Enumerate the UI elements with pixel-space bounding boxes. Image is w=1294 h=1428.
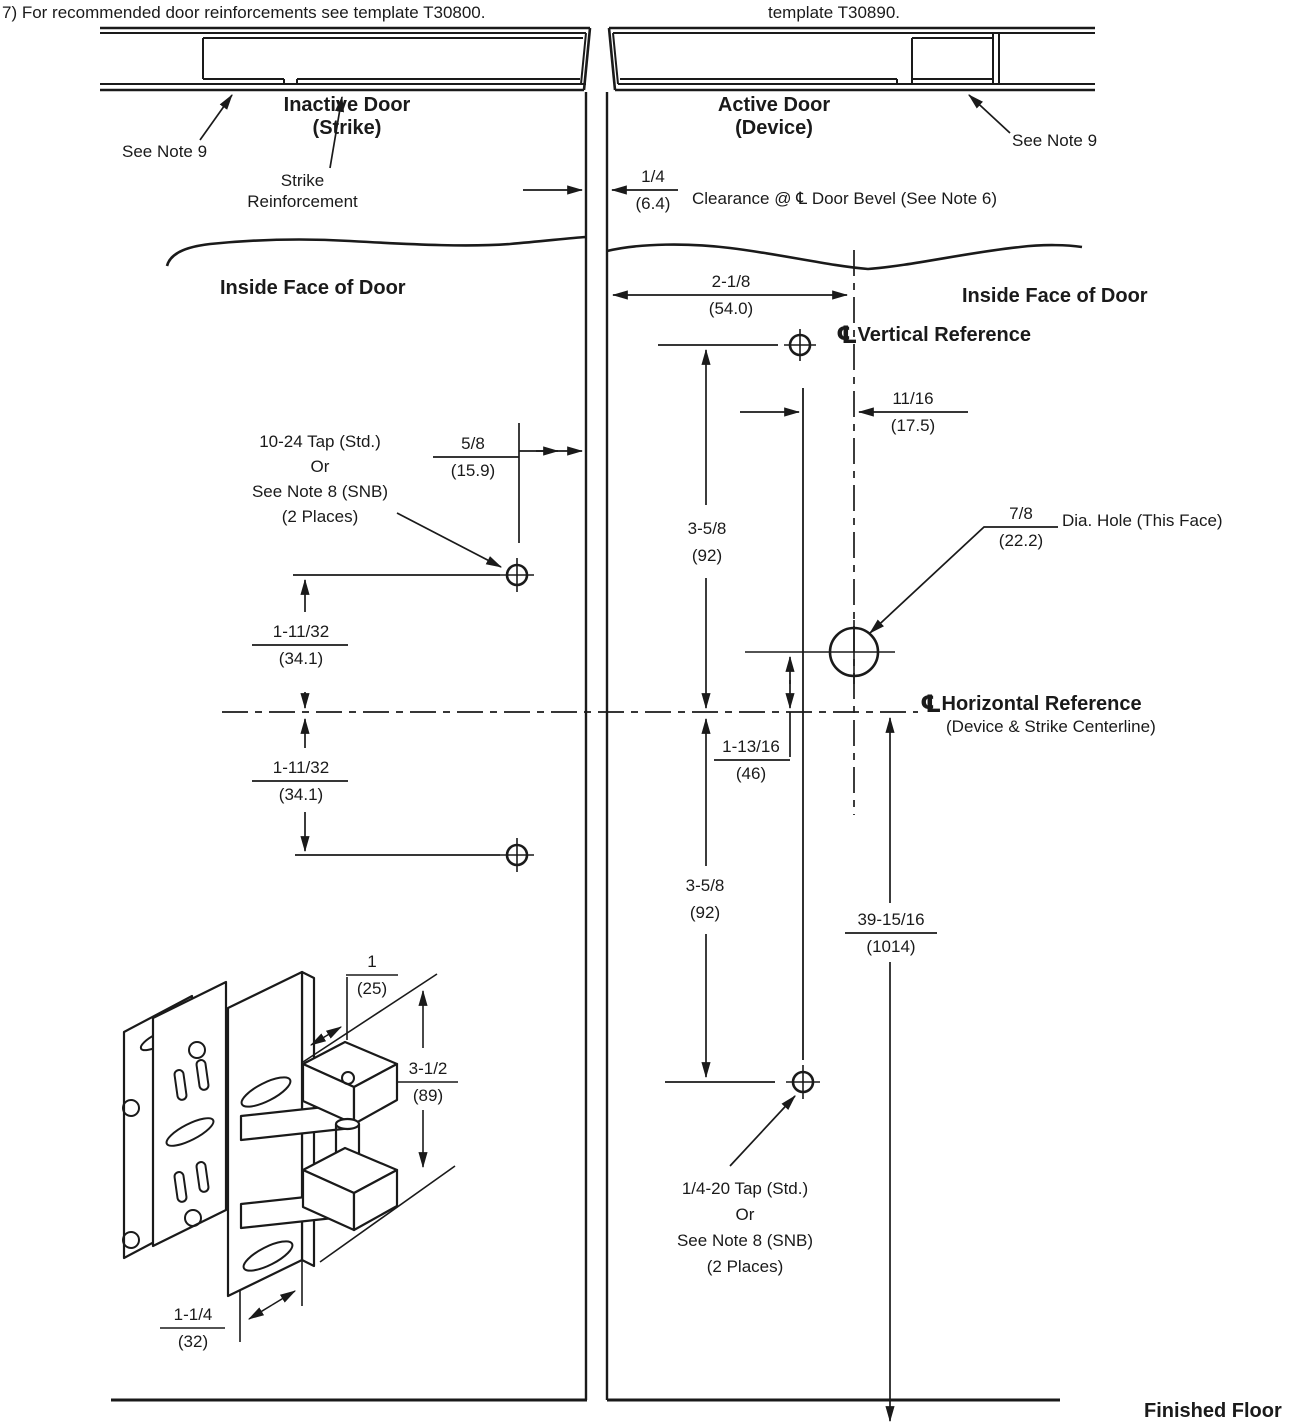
finished-floor-label: Finished Floor: [1144, 1400, 1282, 1422]
reference-centerlines: [222, 250, 918, 815]
dim-strike-depth: 1 (25): [356, 952, 388, 998]
strike-reinforcement-label: Strike Reinforcement: [247, 171, 358, 211]
dim-upper-hole-to-cl: 1-11/32 (34.1): [272, 622, 330, 668]
cross-section-active-door: [607, 26, 1095, 92]
vertical-reference-label: ℄Vertical Reference: [836, 321, 1031, 349]
cross-section-inactive-door: [100, 26, 592, 92]
see-note-9-left: See Note 9: [122, 142, 208, 161]
inside-face-of-door-left: Inside Face of Door: [220, 277, 406, 299]
dim-lower-span: 3-5/8 (92): [685, 876, 725, 922]
strike-isometric-view: [122, 970, 399, 1298]
clearance-label: Clearance @ ℄ Door Bevel (See Note 6): [692, 189, 998, 208]
dim-hole-to-edge: 5/8 (15.9): [450, 434, 496, 480]
dim-dia-hole: 7/8 (22.2): [998, 504, 1044, 550]
see-note-9-right: See Note 9: [1012, 131, 1098, 150]
tap-callout-lower: 1/4-20 Tap (Std.) Or See Note 8 (SNB) (2…: [676, 1179, 814, 1276]
dim-big-hole-to-cl: 1-13/16 (46): [722, 737, 780, 783]
horizontal-reference-label: ℄Horizontal Reference (Device & Strike C…: [920, 690, 1156, 736]
dim-upper-span: 3-5/8 (92): [687, 519, 727, 565]
centerline-symbol: ℄: [920, 690, 942, 718]
tap-callout-upper: 10-24 Tap (Std.) Or See Note 8 (SNB) (2 …: [251, 432, 389, 526]
dim-strike-width: 1-1/4 (32): [173, 1305, 213, 1351]
note-7: 7) For recommended door reinforcements s…: [2, 3, 486, 22]
inactive-door-label: Inactive Door (Strike): [283, 94, 411, 139]
inside-face-of-door-right: Inside Face of Door: [962, 285, 1148, 307]
dim-cl-to-floor: 39-15/16 (1014): [857, 910, 925, 956]
dim-edge-to-vref: 2-1/8 (54.0): [708, 272, 754, 318]
dim-lower-hole-to-cl: 1-11/32 (34.1): [272, 758, 330, 804]
centerline-symbol: ℄: [836, 321, 858, 349]
dim-strike-height: 3-1/2 (89): [408, 1059, 448, 1105]
dim-vref-offset: 11/16 (17.5): [890, 389, 936, 435]
strike-isometric-dimensions: [160, 973, 458, 1342]
mounting-holes: [500, 329, 895, 1099]
door-face-view-lines: [111, 92, 1083, 1402]
horizontal-reference-sub: (Device & Strike Centerline): [946, 717, 1156, 736]
dia-hole-label: Dia. Hole (This Face): [1062, 511, 1223, 530]
active-door-label: Active Door (Device): [717, 94, 831, 139]
dim-clearance: 1/4 (6.4): [635, 167, 671, 213]
note-7-continued: template T30890.: [768, 3, 900, 22]
dimension-lines: [199, 94, 1058, 1423]
